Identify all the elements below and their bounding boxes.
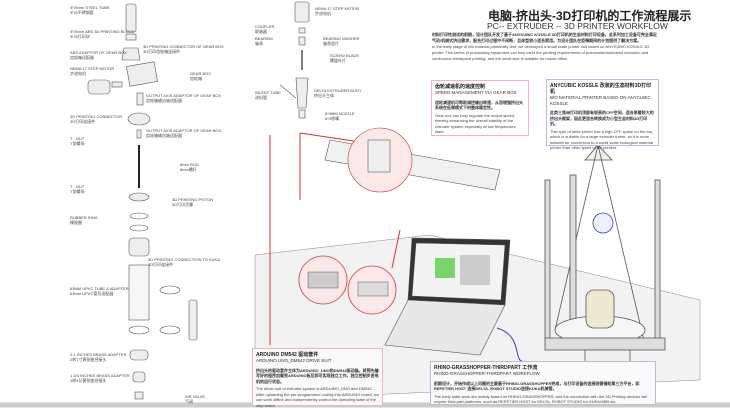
intro-text: 材料打印性测试的前期，设计团队开发了基于ANYKUBIC KOSSLE 3D打印… — [432, 32, 657, 61]
extruder-assembly-mid — [279, 1, 310, 119]
page-title-en: PC-- EXTRUDER -- 3D PRINTER WORKFLOW — [487, 21, 668, 31]
extruder-tube — [324, 127, 501, 193]
exploded-assembly-left — [87, 3, 198, 400]
page-title-cn: 电脑-挤出头-3D打印机的工作流程展示 — [488, 9, 692, 23]
laptop — [384, 237, 511, 356]
delta-printer — [544, 144, 666, 365]
